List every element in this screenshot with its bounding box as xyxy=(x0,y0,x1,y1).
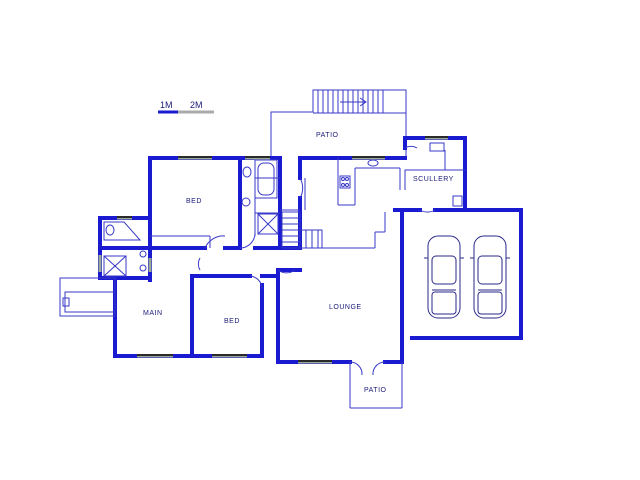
basin-icon-3 xyxy=(139,264,147,272)
corner-bath xyxy=(103,221,142,241)
car-left xyxy=(424,235,464,319)
scullery-sink-icon xyxy=(429,142,445,152)
alcove-desk xyxy=(64,291,116,313)
room-label-bed-1: BED xyxy=(186,198,202,205)
room-label-patio-top: PATIO xyxy=(316,132,339,139)
fixtures xyxy=(103,142,463,277)
room-label-lounge: LOUNGE xyxy=(329,304,362,311)
partitions xyxy=(150,150,465,409)
scale-bar: 1M 2M xyxy=(158,100,214,114)
patio-outline xyxy=(270,89,407,158)
patio-steps xyxy=(313,90,406,114)
scale-label-1m: 1M xyxy=(160,100,173,110)
scale-label-2m: 2M xyxy=(190,100,203,110)
room-label-main: MAIN xyxy=(143,310,163,317)
room-label-bed-2: BED xyxy=(224,318,240,325)
geyser-icon xyxy=(452,195,463,207)
garage-cars xyxy=(424,235,510,319)
internal-stairs xyxy=(281,211,323,249)
room-label-scullery: SCULLERY xyxy=(413,176,454,183)
kitchen-sink-icon xyxy=(367,159,379,167)
alcove-outline xyxy=(59,277,116,317)
basin-icon xyxy=(241,197,251,207)
basin-icon-2 xyxy=(139,250,147,258)
shower-2 xyxy=(103,255,127,277)
room-labels: SCULLERY BED MAIN BED LOUNGE PATIO xyxy=(143,176,454,394)
stove-icon xyxy=(339,175,351,189)
top-patio: PATIO xyxy=(270,89,407,158)
bathtub xyxy=(254,159,278,199)
windows xyxy=(98,136,448,364)
interior-walls xyxy=(98,156,466,358)
room-label-patio-bottom: PATIO xyxy=(364,387,387,394)
alcove-chair xyxy=(62,297,70,307)
shower xyxy=(257,213,279,235)
toilet-icon-2 xyxy=(105,224,115,236)
left-alcove xyxy=(59,277,116,317)
toilet-icon xyxy=(242,166,252,178)
car-right xyxy=(470,235,510,319)
doors xyxy=(197,145,436,376)
